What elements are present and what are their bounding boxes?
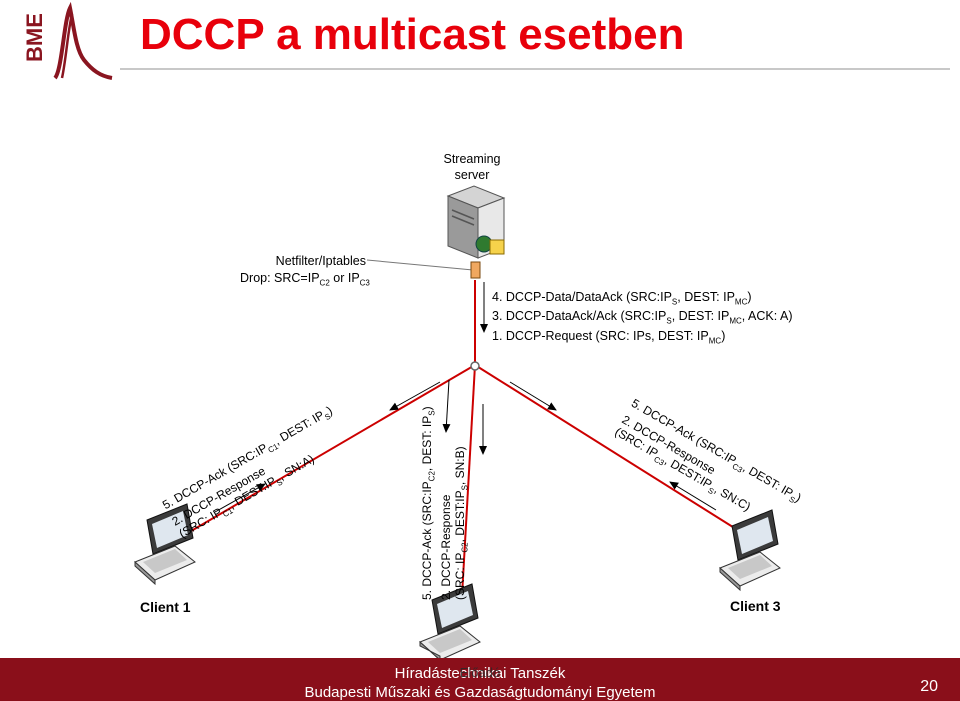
hub-node	[470, 361, 480, 371]
bme-logo-text: BME	[22, 13, 47, 62]
netfilter-title: Netfilter/Iptables	[275, 254, 366, 268]
footer-department: Híradástechnikai Tanszék	[394, 665, 566, 682]
message-4-label: 4. DCCP-Data/DataAck (SRC:IPS, DEST: IPM…	[492, 290, 752, 307]
message-1-label: 1. DCCP-Request (SRC: IPs, DEST: IPMC)	[492, 329, 726, 346]
page-number: 20	[920, 678, 938, 695]
page-title: DCCP a multicast esetben	[140, 10, 685, 59]
laptop-icon-client-2	[419, 583, 481, 662]
title-divider	[120, 68, 950, 70]
message-arrows	[214, 282, 717, 513]
multicast-links	[185, 280, 745, 597]
footer-bar	[0, 658, 960, 701]
client-1-label: Client 1	[140, 599, 191, 615]
footer-presenter: Előadó	[459, 665, 501, 680]
footer-university: Budapesti Műszaki és Gazdaságtudományi E…	[304, 684, 656, 701]
netfilter-rule: Drop: SRC=IPC2 or IPC3	[240, 271, 370, 288]
netfilter-leader-line	[366, 259, 474, 271]
laptop-icon-client-3	[719, 509, 781, 592]
client-3-label: Client 3	[730, 598, 781, 614]
message-3-label: 3. DCCP-DataAck/Ack (SRC:IPS, DEST: IPMC…	[492, 309, 793, 326]
netfilter-label: Netfilter/Iptables Drop: SRC=IPC2 or IPC…	[240, 253, 370, 292]
laptop-icon-client-1	[134, 503, 196, 586]
server-icon	[446, 185, 506, 259]
client-2-messages: 5. DCCP-Ack (SRC:IPC2, DEST: IPS) 2. DCC…	[420, 406, 470, 600]
bme-logo: BME	[0, 0, 120, 88]
server-label: Streaming server	[443, 152, 501, 182]
filter-icon	[470, 261, 481, 279]
